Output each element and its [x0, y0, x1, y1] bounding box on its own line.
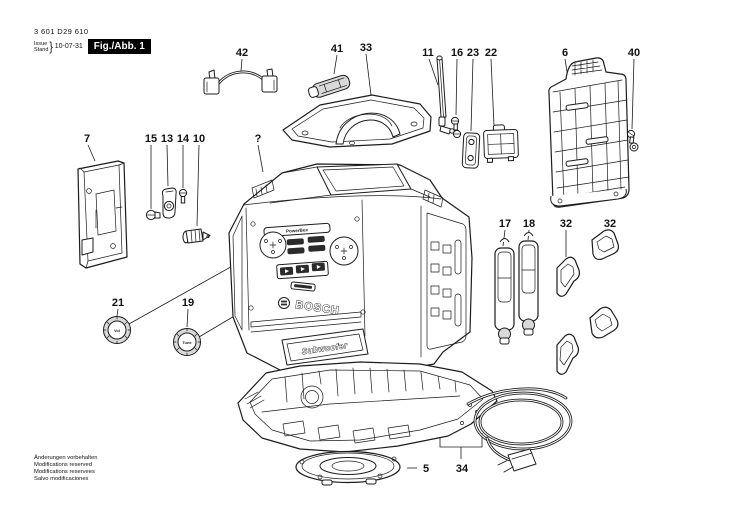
bottom-tray [237, 361, 498, 453]
part-18-strap [518, 232, 539, 336]
footer-line-en: Modifications reserved [34, 462, 92, 468]
callout-23: 23 [467, 47, 479, 59]
part-23-bracket [461, 132, 481, 169]
callout-21: 21 [112, 297, 124, 309]
footer-line-es: Salvo modificaciones [34, 476, 89, 482]
callout-15: 15 [145, 133, 157, 145]
part-19-tune-knob: Tune [173, 328, 201, 356]
callout-10: 10 [193, 133, 205, 145]
subwoofer-plate: Subwoofer [281, 328, 369, 366]
callout-33: 33 [360, 42, 372, 54]
callout-labels: 42 41 33 11 16 23 22 6 40 7 15 13 14 10 … [84, 42, 640, 475]
part-32-bumper-top-right [591, 229, 620, 261]
footer-line-fr: Modifications reservees [34, 469, 95, 475]
part-5-speaker [295, 450, 401, 486]
part-32-bumper-top-left [556, 256, 581, 297]
part-34-power-cord [466, 387, 573, 473]
button-cluster [286, 235, 326, 255]
part-16-screws [450, 116, 462, 139]
part-42-cable [203, 68, 278, 95]
part-10-jack [182, 228, 211, 244]
callout-14: 14 [177, 133, 190, 145]
callout-18: 18 [523, 218, 535, 230]
callout-6: 6 [562, 47, 568, 59]
equalizer-plate [290, 281, 316, 292]
callout-32b: 32 [604, 218, 616, 230]
callout-13: 13 [161, 133, 173, 145]
vol-knob-label: Vol [114, 328, 120, 333]
callout-41: 41 [331, 43, 343, 55]
part-11-antenna [436, 55, 455, 135]
callout-42: 42 [236, 47, 248, 59]
part-number: 3 601 D29 610 [34, 27, 89, 36]
footer-line-de: Änderungen vorbehalten [34, 455, 98, 461]
callout-17: 17 [499, 218, 511, 230]
brace-glyph: } [49, 39, 54, 54]
legal-footer: Änderungen vorbehalten Modifications res… [34, 455, 98, 483]
main-body-radio: PowerBox [228, 163, 473, 378]
issue-stand-label: Issue Stand [34, 40, 49, 53]
callout-11: 11 [422, 47, 434, 59]
callout-22: 22 [485, 47, 497, 59]
part-21-volume-knob: Vol [103, 316, 131, 344]
part-7-panel [77, 160, 128, 269]
figure-label: Fig./Abb. 1 [87, 39, 151, 54]
powerbox-label: PowerBox [286, 227, 309, 234]
part-41-latch [307, 74, 351, 98]
callout-7: 7 [84, 133, 90, 145]
callout-32a: 32 [560, 218, 572, 230]
knob-mount-left [259, 231, 287, 259]
bosch-logo [278, 297, 290, 309]
part-17-strap [494, 238, 515, 345]
callout-34: 34 [456, 463, 469, 475]
part-32-bumper-bottom-right [589, 306, 619, 339]
callout-40: 40 [628, 47, 640, 59]
part-6-battery-rack [548, 57, 630, 208]
part-33-top-cover [282, 94, 432, 148]
callout-19: 19 [182, 297, 194, 309]
part-13-bracket [161, 187, 177, 219]
callout-question: ? [255, 133, 262, 145]
part-32-bumper-bottom-left [556, 333, 580, 375]
side-vent-grid [430, 239, 462, 327]
callout-5: 5 [423, 463, 429, 475]
callout-16: 16 [451, 47, 463, 59]
knob-mount-right [329, 236, 359, 266]
issue-date: 10-07-31 [54, 43, 83, 50]
part-22-frame [483, 124, 519, 163]
drawing-header: 3 601 D29 610 Issue Stand } 10-07-31 Fig… [34, 27, 151, 54]
part-14-screw [178, 188, 188, 204]
transport-bar [276, 260, 329, 280]
part-15-screw [145, 209, 161, 221]
part-40-screws [626, 129, 639, 152]
tune-knob-label: Tune [182, 340, 192, 345]
